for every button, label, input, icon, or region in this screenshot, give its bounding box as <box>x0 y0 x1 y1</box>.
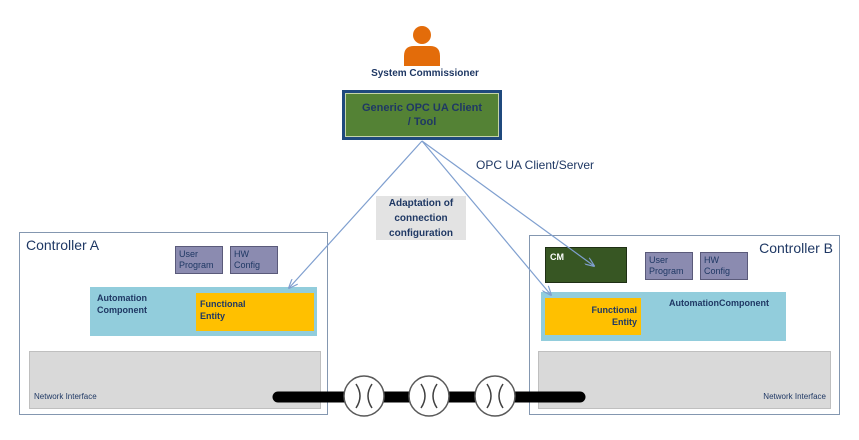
functional-entity-line2: Entity <box>200 311 226 321</box>
controller-a-title: Controller A <box>26 237 100 253</box>
controller-a-network-interface: Network Interface <box>29 351 321 409</box>
hw-config-line1: HW <box>234 249 249 259</box>
automation-component-label: Automation Component <box>97 292 147 316</box>
functional-entity-line2: Entity <box>611 317 637 327</box>
network-interface-label: Network Interface <box>763 392 826 401</box>
automation-component-line1: Automation <box>97 293 147 303</box>
adaptation-line3: configuration <box>389 227 453 239</box>
automation-component-line2: Component <box>97 305 147 315</box>
user-program-line1: User <box>649 255 669 265</box>
hw-config-line2: Config <box>704 266 731 276</box>
cm-label: CM <box>550 252 564 262</box>
automation-component-label: AutomationComponent <box>669 298 769 308</box>
adaptation-line2: connection <box>394 212 448 224</box>
controller-b-title: Controller B <box>759 240 833 256</box>
network-switch-2 <box>408 375 450 417</box>
controller-b-network-interface: Network Interface <box>538 351 831 409</box>
controller-b-hw-config: HW Config <box>700 252 748 280</box>
arrow-to-controller-a <box>289 140 423 288</box>
controller-a-user-program: User Program <box>175 246 223 274</box>
tool-inner: Generic OPC UA Client / Tool <box>345 93 499 137</box>
functional-entity-line1: Functional <box>591 305 638 315</box>
user-program-line2: Program <box>179 260 214 270</box>
commissioner-label: System Commissioner <box>371 68 479 79</box>
functional-entity-line1: Functional <box>200 299 246 309</box>
arrow-to-cm <box>421 140 594 266</box>
hw-config-line2: Config <box>234 260 261 270</box>
protocol-label: OPC UA Client/Server <box>476 158 595 172</box>
controller-b-functional-entity: Functional Entity <box>545 298 641 335</box>
network-interface-label: Network Interface <box>34 392 97 401</box>
network-switch-3 <box>474 375 516 417</box>
controller-b-user-program: User Program <box>645 252 693 280</box>
tool-label: Generic OPC UA Client / Tool <box>362 102 483 128</box>
adaptation-line1: Adaptation of <box>388 197 454 209</box>
arrow-to-functional-entity-b <box>421 140 551 295</box>
user-program-line2: Program <box>649 266 684 276</box>
adaptation-text: Adaptation of connection configuration <box>389 196 453 241</box>
network-switch-1 <box>343 375 385 417</box>
controller-a-hw-config: HW Config <box>230 246 278 274</box>
adaptation-box: Adaptation of connection configuration <box>376 196 466 240</box>
hw-config-line1: HW <box>704 255 719 265</box>
generic-opc-ua-tool: Generic OPC UA Client / Tool <box>342 90 502 140</box>
controller-a-functional-entity: Functional Entity <box>196 293 314 331</box>
person-icon <box>404 26 440 66</box>
user-program-line1: User <box>179 249 199 259</box>
